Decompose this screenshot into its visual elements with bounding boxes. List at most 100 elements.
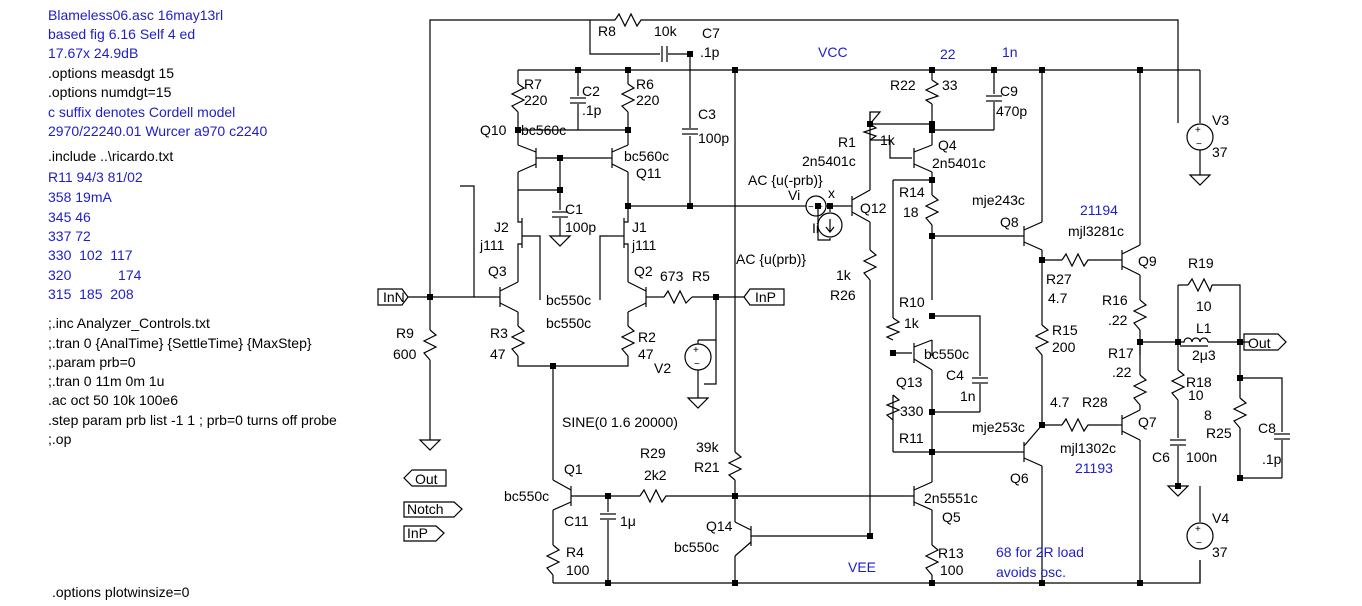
junction-dot — [929, 409, 935, 415]
voltage-source-v4: + − — [1186, 522, 1214, 550]
model-label: bc550c — [546, 292, 591, 308]
value-label: 10k — [654, 23, 678, 39]
ii-label: Ii — [812, 220, 819, 236]
junction-dot — [732, 493, 738, 499]
ref-label: J2 — [494, 219, 509, 235]
transistor-q9 — [1118, 244, 1141, 276]
resistor-r17 — [1132, 374, 1148, 406]
transistor-j2 — [517, 215, 541, 300]
junction-dot — [687, 203, 693, 209]
model-label: mje253c — [972, 419, 1025, 435]
ac-pos-label: AC {u(prb)} — [736, 251, 806, 267]
port-inn[interactable]: InN — [377, 288, 409, 306]
value-label: 8 — [1204, 407, 1212, 423]
port-inp-right[interactable]: InP — [743, 288, 785, 306]
junction-dot — [557, 155, 563, 161]
model-label: 2n5401c — [932, 155, 986, 171]
ref-label: Q12 — [860, 200, 887, 216]
spice-directive: ;.inc Analyzer_Controls.txt — [48, 315, 210, 331]
model-label: j111 — [479, 237, 505, 253]
note-line: 2970/22240.01 Wurcer a970 c2240 — [48, 123, 267, 139]
value-label: 10 — [1196, 298, 1212, 314]
ref-label: C4 — [946, 367, 964, 383]
junction-dot — [687, 51, 693, 57]
resistor-r16 — [1132, 299, 1148, 331]
value-label: 47 — [638, 346, 654, 362]
value-label: .22 — [1108, 312, 1128, 328]
junction-dot — [557, 187, 563, 193]
current-source-ii — [817, 212, 843, 238]
junction-dot — [1137, 580, 1143, 586]
model-label: mjl3281c — [1068, 223, 1124, 239]
junction-dot — [929, 233, 935, 239]
wires — [408, 19, 1283, 584]
junction-dot — [929, 580, 935, 586]
resistor-r5 — [663, 289, 693, 305]
transistor-q5 — [910, 481, 933, 511]
voltage-source-v2: + − — [684, 343, 712, 371]
port-out-left[interactable]: Out — [403, 469, 447, 487]
svg-text:−: − — [694, 359, 700, 370]
junction-dot — [1039, 67, 1045, 73]
resistor-r6 — [620, 83, 636, 113]
ref-label: L1 — [1196, 320, 1212, 336]
junction-dot — [991, 67, 997, 73]
ground-symbol — [1188, 174, 1212, 186]
model-label: 2n5401c — [802, 153, 856, 169]
junction-dot — [890, 350, 896, 356]
junction-dot — [732, 67, 738, 73]
value-label: 100p — [698, 130, 729, 146]
ref-label: C1 — [565, 201, 583, 217]
port-out-right[interactable]: Out — [1243, 333, 1287, 351]
junction-dot — [713, 294, 719, 300]
ref-label: V4 — [1212, 510, 1229, 526]
junction-dot — [929, 313, 935, 319]
ref-label: R28 — [1082, 394, 1108, 410]
value-label: 200 — [1052, 339, 1076, 355]
ref-label: Q9 — [1138, 253, 1157, 269]
port-inp-left[interactable]: InP — [403, 525, 445, 542]
ref-label: R26 — [830, 287, 856, 303]
node-label-1n: 1n — [1002, 44, 1018, 60]
port-notch[interactable]: Notch — [403, 501, 463, 518]
r11-table-line: R11 94/3 81/02 — [48, 169, 143, 185]
value-label: 37 — [1212, 544, 1228, 560]
junction-dot — [929, 67, 935, 73]
junction-dot — [929, 121, 935, 127]
ref-label: R22 — [890, 77, 916, 93]
transistor-q1 — [552, 479, 575, 511]
model-label: mje243c — [972, 192, 1025, 208]
value-label: 220 — [524, 92, 548, 108]
ref-label: C6 — [1152, 449, 1170, 465]
junction-dot — [625, 203, 631, 209]
transistor-q10 — [517, 144, 540, 173]
ref-label: Q1 — [564, 461, 583, 477]
note-line: Blameless06.asc 16may13rl — [48, 7, 223, 23]
resistor-r4 — [545, 544, 561, 576]
note-line: .options numdgt=15 — [48, 84, 172, 100]
vi-label: Vi — [788, 187, 800, 203]
spice-directive: ;.param prb=0 — [48, 354, 136, 370]
value-label: 2k2 — [644, 467, 667, 483]
junction-dot — [929, 127, 935, 133]
resistor-r1 — [862, 123, 878, 141]
transistors — [496, 144, 1141, 557]
ref-label: J1 — [632, 219, 647, 235]
model-label: mjl1302c — [1060, 440, 1116, 456]
svg-text:−: − — [1196, 139, 1202, 150]
value-label: 4.7 — [1050, 394, 1070, 410]
voltage-source-vi: − + — [805, 195, 827, 217]
port-tags: InN InP Out Out Notch InP — [377, 288, 1287, 542]
ground-symbol — [686, 397, 710, 409]
resistor-r7 — [510, 83, 526, 113]
note-line: 17.67x 24.9dB — [48, 45, 138, 61]
value-label: 220 — [636, 92, 660, 108]
spice-directive: ;.tran 0 11m 0m 1u — [48, 373, 164, 389]
note-line: c suffix denotes Cordell model — [48, 104, 235, 120]
resistors — [422, 12, 1248, 576]
svg-text:+: + — [693, 345, 699, 356]
node-label-22: 22 — [940, 46, 956, 62]
note-line: .options measdgt 15 — [48, 65, 174, 81]
value-label: 1k — [880, 132, 896, 148]
